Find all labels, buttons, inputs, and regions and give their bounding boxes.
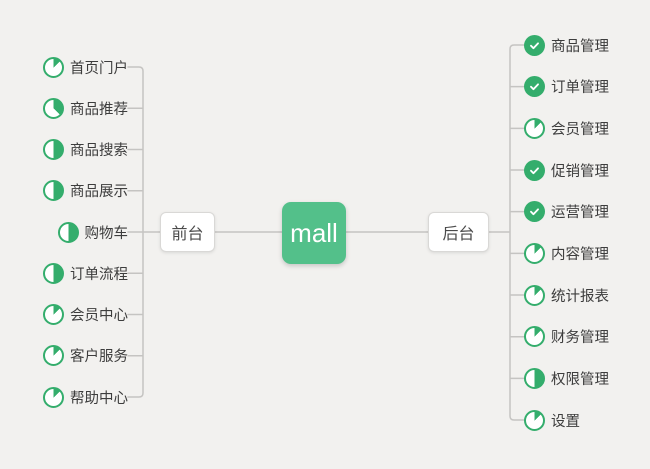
topic-item[interactable]: 统计报表 [524,283,609,307]
topic-label: 设置 [551,413,580,430]
task-done-icon [524,201,545,223]
topic-label: 内容管理 [551,246,609,263]
task-progress-pie-icon [43,262,64,284]
task-done-icon [524,34,545,56]
topic-label: 客户服务 [70,349,128,366]
topic-item[interactable]: 客户服务 [43,344,128,368]
topic-label: 会员管理 [551,121,609,138]
topic-item[interactable]: 订单流程 [43,261,128,285]
task-progress-pie-icon [524,367,545,389]
topic-item[interactable]: 会员管理 [524,116,609,140]
topic-item[interactable]: 订单管理 [524,75,609,99]
task-progress-pie-icon [43,56,64,78]
topic-label: 财务管理 [551,330,609,347]
topic-label: 权限管理 [551,371,609,388]
topic-item[interactable]: 财务管理 [524,325,609,349]
topic-label: 帮助中心 [70,390,128,407]
topic-item[interactable]: 商品展示 [43,179,128,203]
topic-item[interactable]: 帮助中心 [43,385,128,409]
topic-label: 商品搜索 [70,143,128,159]
topic-item[interactable]: 权限管理 [524,366,609,390]
task-progress-pie-icon [524,326,545,348]
task-progress-pie-icon [43,386,64,408]
task-progress-pie-icon [43,180,64,202]
task-progress-pie-icon [524,409,545,431]
topic-label: 促销管理 [551,163,609,180]
task-progress-pie-icon [524,284,545,306]
topic-label: 商品展示 [70,184,128,201]
task-progress-pie-icon [524,242,545,264]
topic-label: 商品推荐 [70,101,128,118]
branch-node-frontend[interactable]: 前台 [160,212,215,252]
topic-label: 订单流程 [70,266,128,283]
topic-label: 商品管理 [551,38,609,55]
topic-item[interactable]: 商品搜索 [43,138,128,162]
topic-label: 购物车 [84,225,129,242]
topic-item[interactable]: 商品管理 [524,33,609,57]
topic-item[interactable]: 首页门户 [43,55,128,79]
topic-item[interactable]: 运营管理 [524,200,609,224]
task-progress-pie-icon [43,97,64,119]
topic-item[interactable]: 会员中心 [43,303,128,327]
task-done-icon [524,159,545,181]
task-done-icon [524,76,545,98]
topic-label: 会员中心 [70,308,128,324]
topic-label: 订单管理 [551,80,609,97]
topic-item[interactable]: 商品推荐 [43,96,128,120]
task-progress-pie-icon [43,304,64,325]
task-progress-pie-icon [57,221,79,243]
topic-item[interactable]: 促销管理 [524,158,609,182]
topic-item[interactable]: 内容管理 [524,241,609,265]
topic-label: 运营管理 [551,205,609,222]
branch-node-backend[interactable]: 后台 [428,212,489,252]
topic-item[interactable]: 购物车 [57,220,129,244]
topic-label: 统计报表 [551,288,609,305]
root-node-mall[interactable]: mall [282,202,346,264]
task-progress-pie-icon [43,345,64,367]
task-progress-pie-icon [43,139,64,160]
topic-item[interactable]: 设置 [524,408,580,432]
topic-label: 首页门户 [70,60,128,77]
task-progress-pie-icon [524,117,545,139]
